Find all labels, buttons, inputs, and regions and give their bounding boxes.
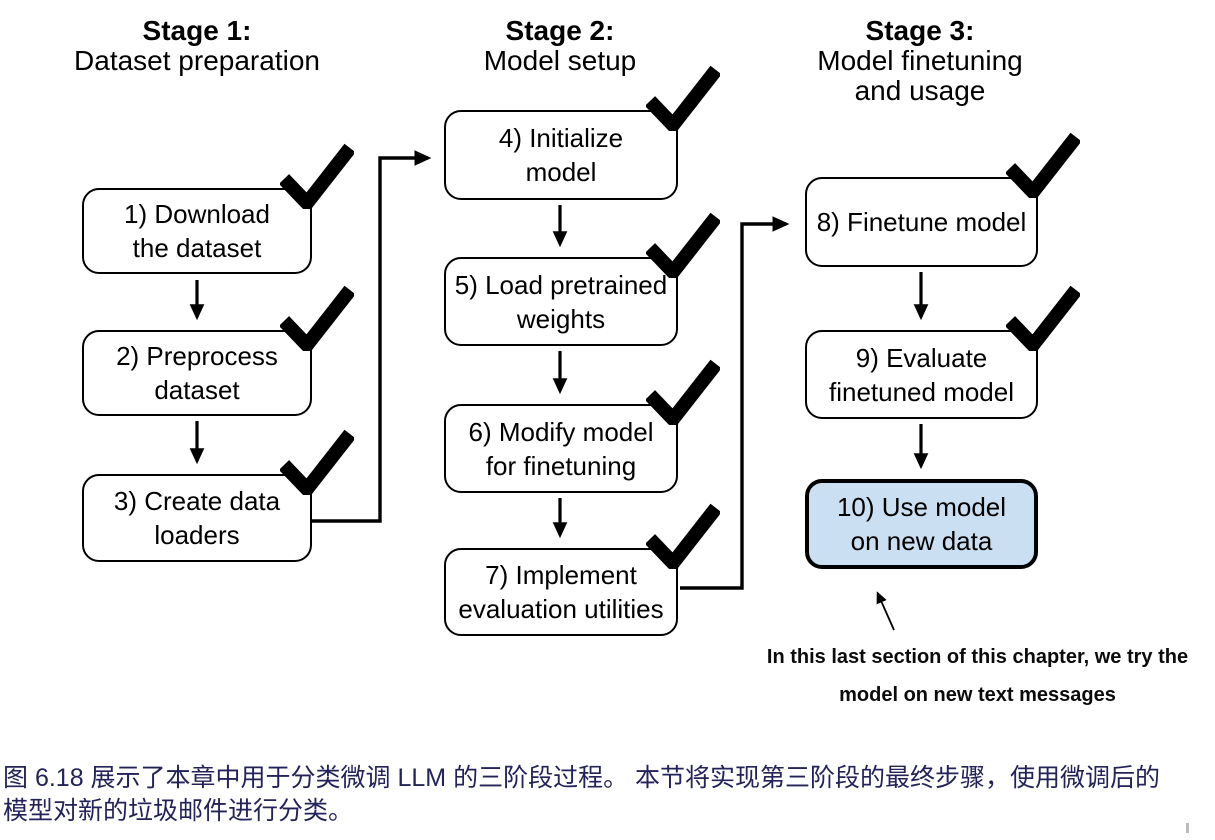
checkmark-icon-step-4 [646,65,720,131]
checkmark-icon-step-2 [280,285,354,351]
stage-3-subtitle: Model finetuning and usage [817,45,1023,106]
figure-caption: 图 6.18 展示了本章中用于分类微调 LLM 的三阶段过程。 本节将实现第三阶… [3,764,1161,825]
checkmark-icon-step-8 [1006,132,1080,198]
stage-2-heading: Stage 2: Model setup [410,16,710,76]
step-box-10-use-model-new-data: 10) Use model on new data [805,479,1038,569]
step-box-4-initialize-model: 4) Initialize model [444,110,678,200]
connector-stage1-stage2 [312,150,432,523]
stage-3-title: Stage 3: [865,15,975,46]
step-box-6-modify-model: 6) Modify model for finetuning [444,404,678,493]
annotation-text: In this last section of this chapter, we… [766,646,1189,706]
step-box-5-load-pretrained-weights: 5) Load pretrained weights [444,257,678,346]
checkmark-icon-step-6 [646,359,720,425]
checkmark-icon-step-3 [280,429,354,495]
stage-2-title: Stage 2: [505,15,615,46]
stage-3-heading: Stage 3: Model finetuning and usage [770,16,1070,106]
step-box-3-create-data-loaders: 3) Create data loaders [82,474,312,562]
stage-1-heading: Stage 1: Dataset preparation [47,16,347,76]
scrollbar-artifact [1186,823,1189,833]
step-box-8-finetune-model: 8) Finetune model [805,177,1038,267]
stage-1-title: Stage 1: [142,15,252,46]
connector-stage2-stage3 [680,216,790,590]
step-box-2-preprocess-dataset: 2) Preprocess dataset [82,330,312,416]
checkmark-icon-step-1 [280,143,354,209]
checkmark-icon-step-9 [1006,285,1080,351]
stage-2-subtitle: Model setup [483,45,637,76]
checkmark-icon-step-5 [646,212,720,278]
annotation-arrow [876,591,895,631]
step-box-7-evaluation-utilities: 7) Implement evaluation utilities [444,548,678,636]
checkmark-icon-step-7 [646,503,720,569]
stage-1-subtitle: Dataset preparation [74,45,320,76]
step-box-9-evaluate-finetuned-model: 9) Evaluate finetuned model [805,330,1038,419]
step-box-1-download-dataset: 1) Download the dataset [82,188,312,274]
